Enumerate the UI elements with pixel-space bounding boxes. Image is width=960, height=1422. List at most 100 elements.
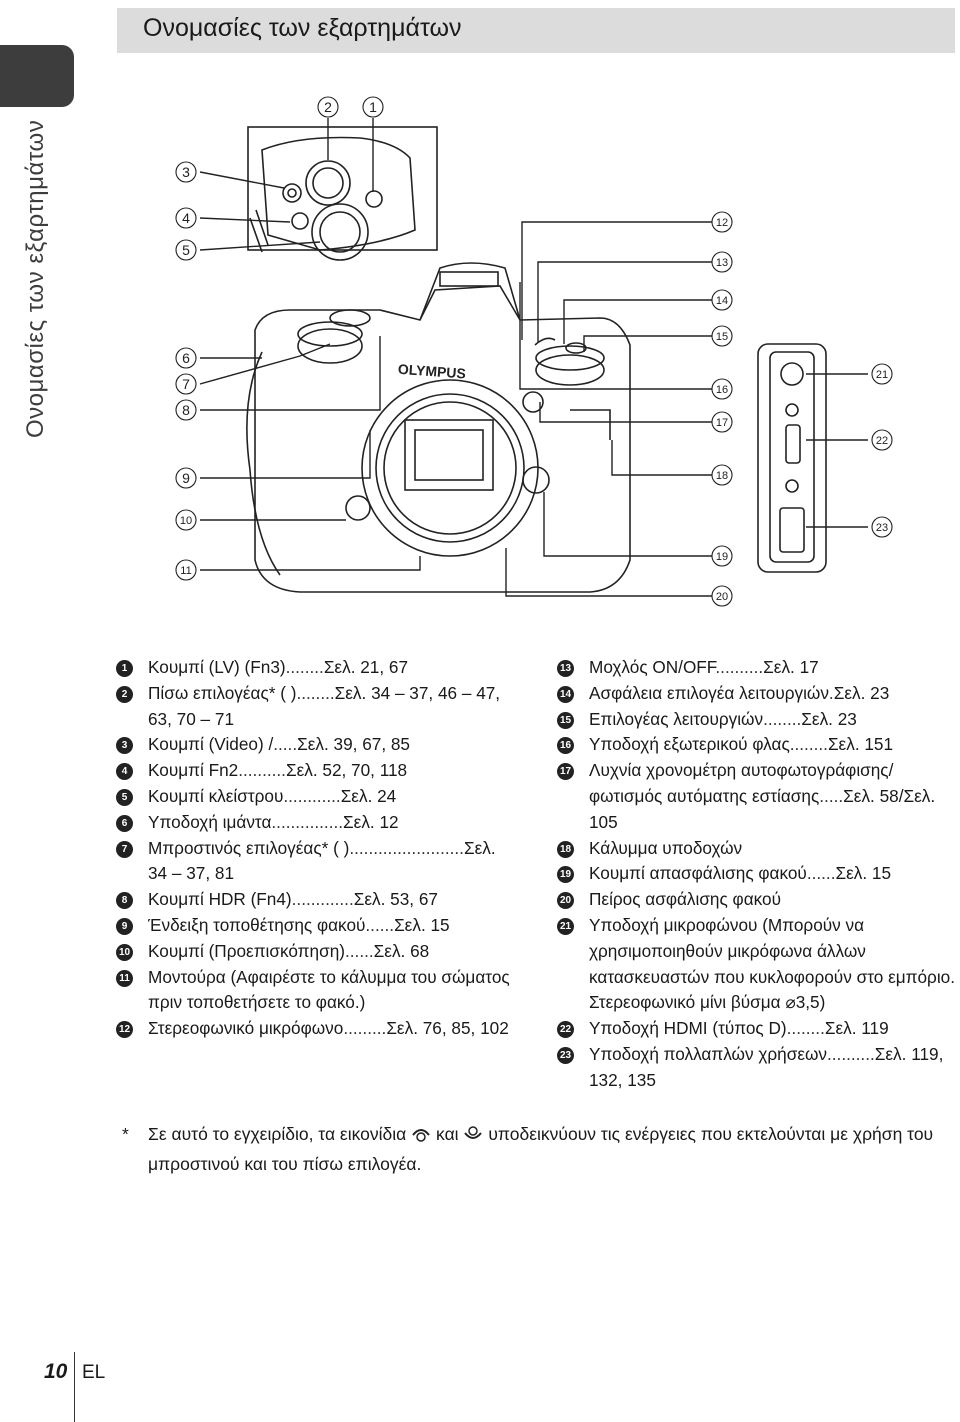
svg-text:5: 5 (182, 242, 190, 258)
hot-shoe (439, 271, 499, 287)
leader-dots: ............ (283, 785, 341, 806)
part-number-badge: 11 (116, 969, 133, 987)
page-reference: Σελ. 76, 85, 102 (386, 1018, 509, 1039)
side-tab (0, 45, 74, 107)
svg-text:10: 10 (180, 515, 192, 527)
svg-text:2: 2 (324, 99, 332, 115)
page-reference: Σελ. 24 (340, 785, 397, 806)
connector-cover (570, 409, 611, 440)
svg-text:21: 21 (876, 369, 888, 381)
page-reference: Σελ. 34 – 37, 81 (148, 837, 496, 884)
grip (246, 351, 281, 576)
page-reference: Σελ. 12 (343, 811, 399, 832)
part-name: Κουμπί (LV) (Fn3) (148, 657, 286, 677)
leader-dots: ...... (365, 914, 395, 935)
page-reference: Σελ. 23 (833, 682, 890, 703)
leader-dots: .......... (715, 657, 764, 677)
part-name: Υποδοχή ιμάντα (148, 811, 272, 832)
svg-text:8: 8 (182, 402, 190, 418)
top-view-inset-frame (247, 126, 438, 251)
leader-dots: ......... (343, 1018, 387, 1039)
part-name: Επιλογέας λειτουργιών (589, 708, 764, 729)
part-name: Κουμπί (Προεπισκόπηση) (148, 940, 345, 961)
callout-9: 9 (175, 467, 197, 489)
leader-dots: ...... (345, 940, 374, 961)
prism-hump (419, 262, 521, 321)
multi-connector (779, 507, 805, 553)
svg-text:1: 1 (369, 99, 377, 115)
front-dial-icon (411, 1124, 431, 1151)
svg-text:14: 14 (716, 295, 728, 307)
svg-text:23: 23 (876, 522, 888, 534)
part-number-badge: 10 (116, 943, 133, 961)
callout-10: 10 (175, 509, 197, 531)
camera-diagram: OLYMPUS 2 1 3 4 5 6 7 8 9 10 11 12 13 14… (175, 96, 893, 607)
svg-text:7: 7 (182, 376, 190, 392)
leader-dots: ............... (271, 811, 344, 832)
part-number-badge: 13 (557, 660, 574, 677)
page-reference: Σελ. 52, 70, 118 (285, 760, 408, 781)
svg-text:18: 18 (716, 470, 728, 482)
footnote-text: Σε αυτό το εγχειρίδιο, τα εικονίδια και … (148, 1121, 954, 1178)
callout-23: 23 (871, 516, 893, 538)
callout-2: 2 (317, 96, 339, 118)
leader-dots: ........ (789, 734, 828, 755)
part-name: Κουμπί κλείστρου (148, 785, 284, 806)
part-name: Μπροστινός επιλογέας* ( ) (148, 837, 350, 858)
page-reference: Σελ. 151 (827, 734, 894, 755)
svg-text:9: 9 (182, 470, 190, 486)
brand-logo: OLYMPUS (397, 361, 466, 382)
page-reference: Σελ. 21, 67 (323, 657, 409, 677)
lens-mount (361, 379, 539, 557)
callout-8: 8 (175, 399, 197, 421)
page-reference: Σελ. 53, 67 (353, 889, 438, 910)
callout-6: 6 (175, 347, 197, 369)
svg-text:19: 19 (716, 551, 728, 563)
part-number-badge: 9 (116, 917, 133, 935)
rear-dial-icon (463, 1124, 483, 1151)
camera-body (254, 285, 631, 593)
footnote-text-b: και (436, 1124, 459, 1144)
leader-dots: ...... (806, 863, 836, 884)
callout-3: 3 (175, 161, 197, 183)
part-number-badge: 14 (557, 685, 574, 703)
part-number-badge: 5 (116, 788, 133, 806)
leader-dots: ........................ (349, 837, 464, 858)
svg-text:13: 13 (716, 257, 728, 269)
page-title: Ονομασίες των εξαρτημάτων (143, 14, 462, 42)
callout-1: 1 (362, 96, 384, 118)
self-timer-lamp (522, 391, 544, 413)
callout-4: 4 (175, 207, 197, 229)
svg-text:12: 12 (716, 217, 728, 229)
footer-divider (74, 1352, 75, 1422)
callout-11: 11 (175, 559, 197, 581)
mode-dial (535, 354, 605, 386)
part-name: Μοχλός ON/OFF (589, 657, 716, 677)
part-name: Λυχνία χρονομέτρη αυτοφωτογράφισης/φωτισ… (589, 760, 894, 806)
part-number-badge: 12 (116, 1021, 133, 1039)
part-item: 5 Κουμπί κλείστρου............Σελ. 24 (116, 784, 516, 810)
sensor (404, 419, 494, 491)
hdmi-port (785, 424, 801, 464)
part-number-badge: 16 (557, 737, 574, 755)
page-reference: Σελ. 17 (763, 657, 819, 677)
page-reference: Σελ. 15 (835, 863, 892, 884)
page-reference: Σελ. 119, 132, 135 (589, 1043, 944, 1090)
callout-13: 13 (711, 251, 733, 273)
callout-19: 19 (711, 545, 733, 567)
preview-button (345, 495, 371, 521)
